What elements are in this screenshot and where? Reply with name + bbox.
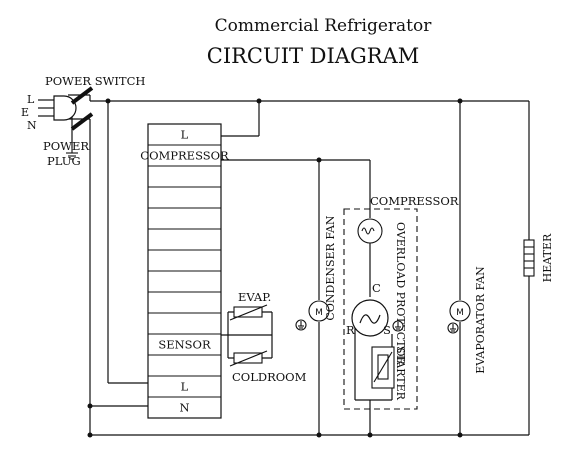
condenser-fan-motor-icon	[308, 300, 330, 322]
power-switch-symbol	[70, 86, 94, 131]
terminal-row-label: L	[181, 128, 189, 142]
wiring	[68, 94, 530, 436]
power-plug-label-line1: POWER	[43, 139, 89, 153]
compressor-c-terminal: C	[372, 281, 381, 295]
evaporator-fan-m-label: M	[456, 308, 464, 318]
overload-protector-label: OVERLOAD PROTECTOR	[394, 222, 407, 366]
power-switch-label: POWER SWITCH	[45, 74, 145, 88]
terminal-row-label: L	[181, 380, 189, 394]
diagram-subtitle: CIRCUIT DIAGRAM	[207, 44, 419, 68]
plug-e-label: E	[21, 106, 29, 119]
compressor-r-terminal: R	[346, 323, 355, 337]
compressor-ground-icon	[392, 320, 404, 332]
heater-label: HEATER	[541, 233, 554, 282]
terminal-row-label: N	[179, 401, 189, 415]
plug-n-label: N	[27, 119, 37, 132]
diagram-title: Commercial Refrigerator	[215, 16, 433, 36]
starter-symbol	[371, 346, 395, 389]
compressor-enclosure	[343, 208, 418, 410]
evap-label: EVAP.	[238, 290, 271, 304]
plug-l-label: L	[27, 93, 35, 106]
condenser-fan-m-label: M	[315, 308, 323, 318]
evap-sensor-symbol	[229, 304, 268, 321]
power-plug-label-line2: PLUG	[47, 154, 81, 168]
heater-symbol	[523, 239, 535, 277]
evaporator-fan-label: EVAPORATOR FAN	[474, 266, 487, 374]
condenser-fan-label: CONDENSER FAN	[324, 215, 337, 320]
evaporator-fan-motor-icon	[449, 300, 471, 322]
compressor-label: COMPRESSOR	[370, 194, 459, 208]
evaporator-fan-ground-icon	[447, 322, 459, 334]
terminal-row-label: COMPRESSOR	[140, 149, 229, 163]
compressor-motor-symbol	[351, 299, 389, 337]
compressor-s-terminal: S	[383, 323, 391, 337]
condenser-fan-ground-icon	[295, 319, 307, 331]
starter-label: STARTER	[394, 346, 407, 401]
coldroom-label: COLDROOM	[232, 370, 307, 384]
overload-protector-symbol	[357, 218, 383, 244]
coldroom-sensor-symbol	[229, 350, 268, 367]
junction-dots	[87, 98, 463, 438]
terminal-row-label: SENSOR	[158, 338, 211, 352]
power-plug-symbol	[38, 95, 77, 121]
ground-icon	[66, 148, 78, 160]
